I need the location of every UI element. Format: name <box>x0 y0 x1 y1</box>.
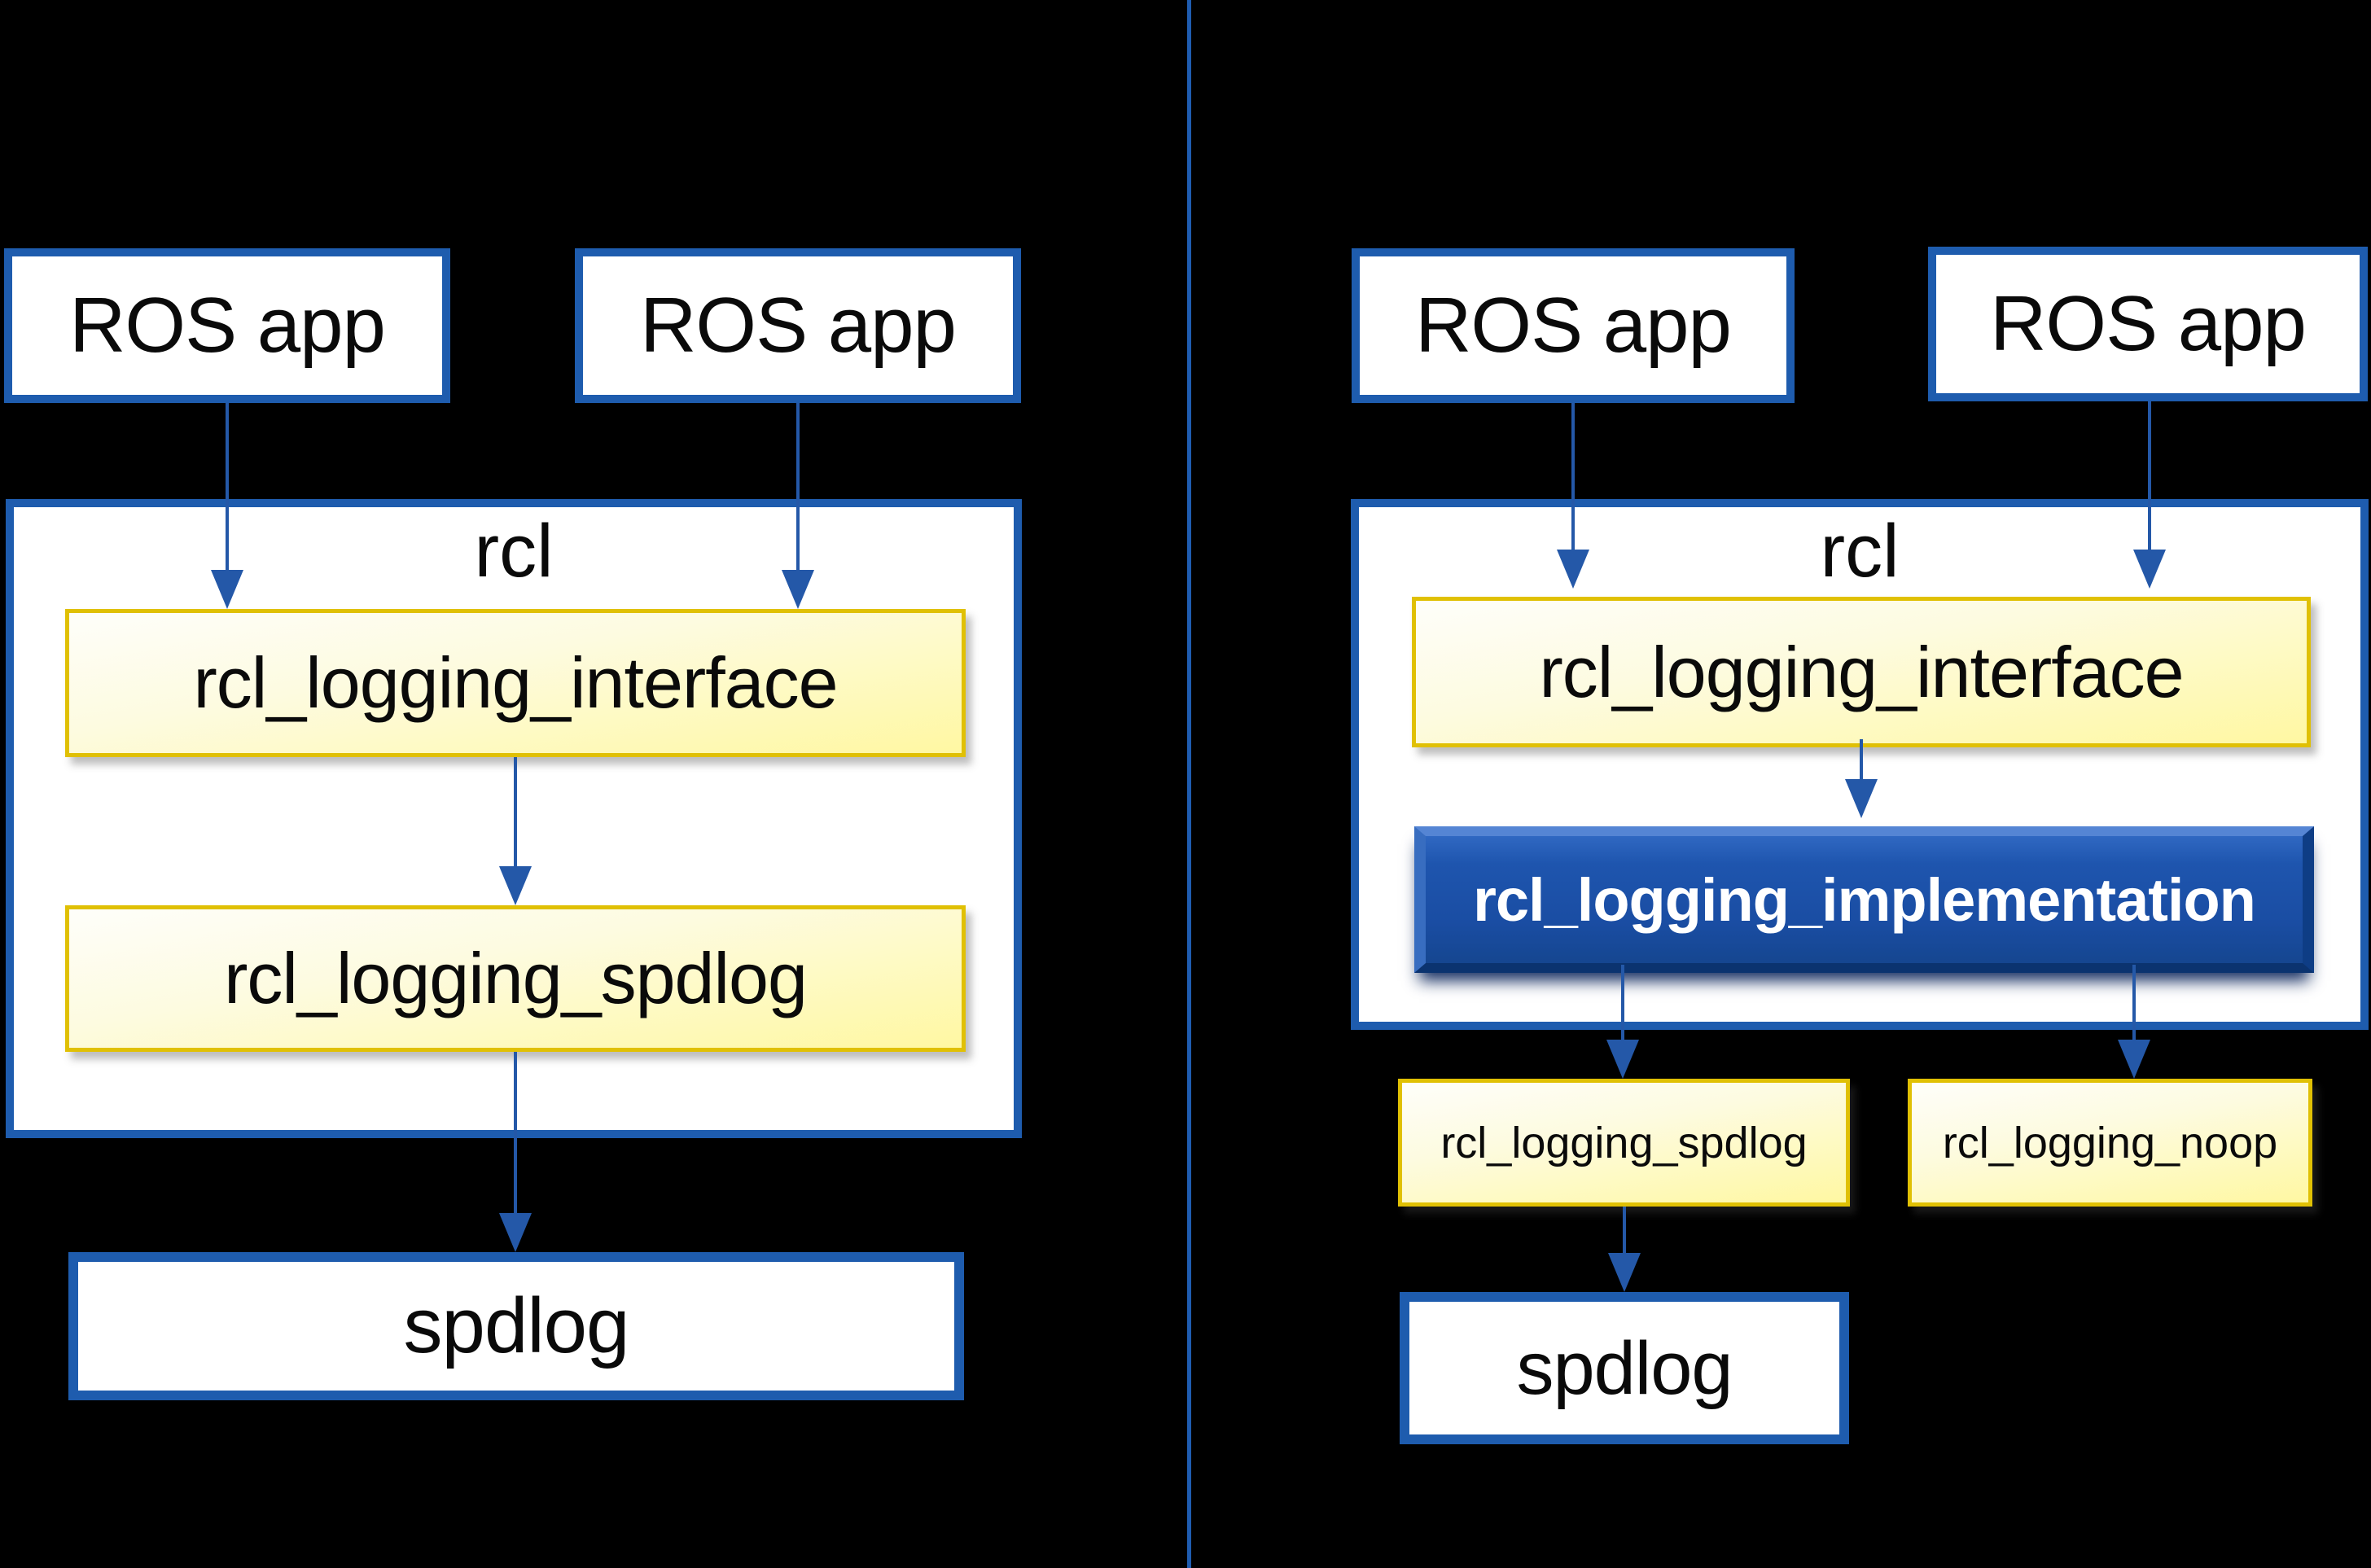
right-arrow-implementation-to-noop-head <box>2118 1040 2150 1079</box>
right-ros-app-1-label: ROS app <box>1415 282 1732 369</box>
left-rcl-logging-spdlog-label: rcl_logging_spdlog <box>224 938 808 1018</box>
right-rcl-panel: rcl rcl_logging_interface rcl_logging_im… <box>1351 499 2369 1030</box>
right-rcl-logging-interface-box: rcl_logging_interface <box>1412 597 2311 747</box>
right-arrow-spdlogimpl-to-spdlog-head <box>1608 1253 1641 1292</box>
right-rcl-logging-noop-label: rcl_logging_noop <box>1942 1118 2278 1167</box>
right-rcl-logging-interface-label: rcl_logging_interface <box>1539 631 2184 712</box>
right-arrow-app2-to-interface-head <box>2133 550 2166 589</box>
left-arrow-app2-to-interface-head <box>782 570 814 609</box>
left-arrow-app1-to-interface-head <box>211 570 243 609</box>
left-rcl-panel-title: rcl <box>474 510 554 593</box>
left-arrow-spdlogimpl-to-spdlog-line <box>514 1052 517 1216</box>
right-arrow-app1-to-interface-head <box>1557 550 1589 589</box>
right-ros-app-2: ROS app <box>1928 247 2368 401</box>
right-rcl-logging-noop-box: rcl_logging_noop <box>1908 1079 2312 1207</box>
right-spdlog-box: spdlog <box>1400 1292 1849 1444</box>
right-rcl-logging-spdlog-box: rcl_logging_spdlog <box>1398 1079 1850 1207</box>
left-rcl-logging-interface-box: rcl_logging_interface <box>65 609 966 757</box>
left-ros-app-2: ROS app <box>575 248 1021 403</box>
left-rcl-logging-interface-label: rcl_logging_interface <box>193 642 838 723</box>
right-arrow-interface-to-implementation-head <box>1845 779 1878 818</box>
left-rcl-panel: rcl rcl_logging_interface rcl_logging_sp… <box>6 499 1022 1138</box>
right-arrow-interface-to-implementation-line <box>1860 739 1863 782</box>
panel-divider-line <box>1187 0 1191 1568</box>
left-arrow-app1-to-interface-line <box>226 403 229 573</box>
left-spdlog-label: spdlog <box>403 1282 630 1369</box>
right-ros-app-1: ROS app <box>1352 248 1795 403</box>
left-spdlog-box: spdlog <box>68 1252 964 1400</box>
left-ros-app-1: ROS app <box>4 248 450 403</box>
left-arrow-interface-to-spdlogimpl-line <box>514 757 517 869</box>
right-arrow-app2-to-interface-line <box>2148 401 2151 553</box>
right-spdlog-label: spdlog <box>1516 1326 1733 1410</box>
right-arrow-spdlogimpl-to-spdlog-line <box>1623 1207 1626 1256</box>
right-rcl-panel-title: rcl <box>1820 510 1900 593</box>
left-arrow-app2-to-interface-line <box>796 403 800 573</box>
right-rcl-logging-implementation-box: rcl_logging_implementation <box>1414 826 2314 973</box>
left-ros-app-2-label: ROS app <box>640 282 957 369</box>
right-arrow-implementation-to-noop-line <box>2132 965 2136 1043</box>
right-arrow-implementation-to-spdlogimpl-head <box>1606 1040 1639 1079</box>
left-rcl-logging-spdlog-box: rcl_logging_spdlog <box>65 905 966 1052</box>
right-rcl-logging-implementation-label: rcl_logging_implementation <box>1473 865 2256 934</box>
left-arrow-spdlogimpl-to-spdlog-head <box>499 1213 532 1252</box>
right-rcl-logging-spdlog-label: rcl_logging_spdlog <box>1440 1118 1808 1167</box>
left-ros-app-1-label: ROS app <box>69 282 386 369</box>
right-arrow-implementation-to-spdlogimpl-line <box>1621 965 1624 1043</box>
right-arrow-app1-to-interface-line <box>1571 403 1575 553</box>
left-arrow-interface-to-spdlogimpl-head <box>499 866 532 905</box>
right-ros-app-2-label: ROS app <box>1990 280 2307 367</box>
